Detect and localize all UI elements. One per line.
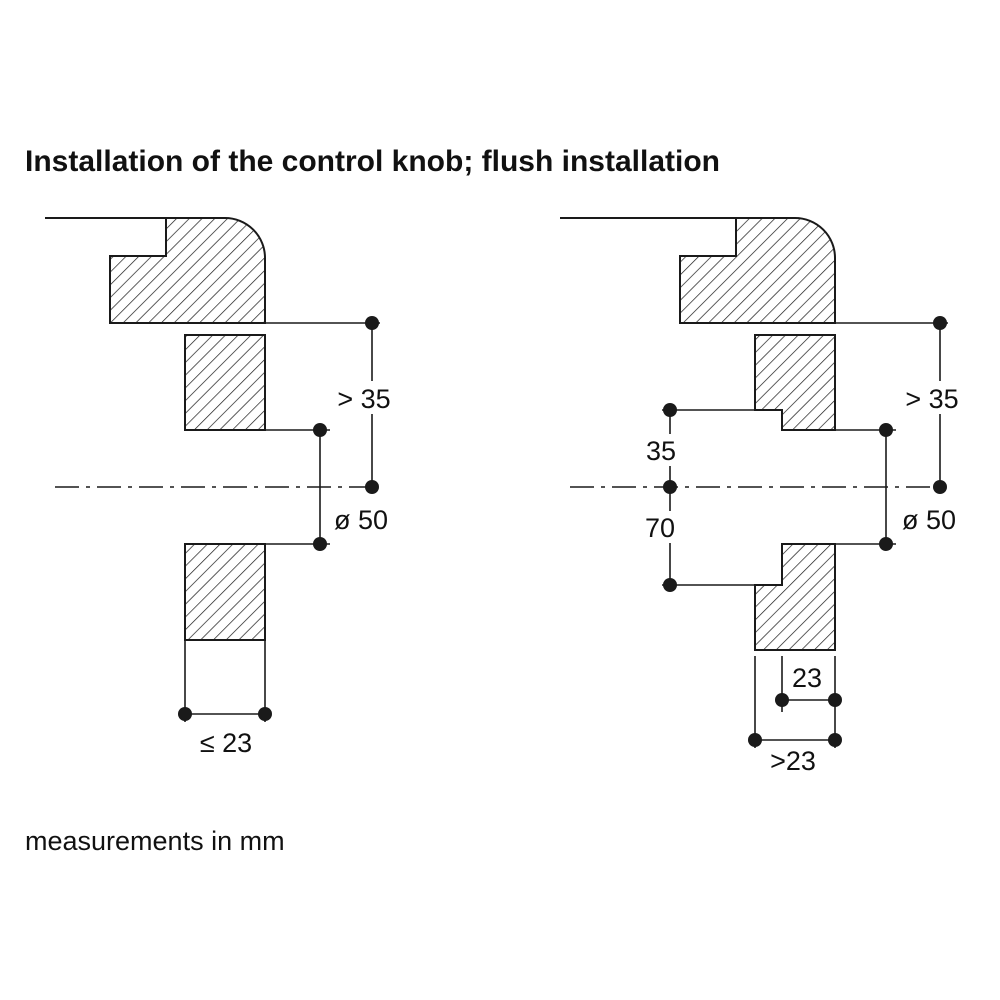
panel-upper-section xyxy=(184,334,266,431)
dimension-point xyxy=(828,733,842,747)
dimension-point xyxy=(933,316,947,330)
dim-label-recess-lower: 70 xyxy=(645,513,675,543)
dimension-point xyxy=(178,707,192,721)
dimension-point xyxy=(258,707,272,721)
dimension-point xyxy=(663,578,677,592)
left-section-view: > 35 ø 50 ≤ 23 xyxy=(45,217,404,758)
page-title: Installation of the control knob; flush … xyxy=(25,145,720,178)
dimension-point xyxy=(663,480,677,494)
label-backplate xyxy=(894,381,972,414)
dimension-point xyxy=(313,423,327,437)
dim-label-thickness: ≤ 23 xyxy=(200,728,252,758)
dimension-point xyxy=(828,693,842,707)
worktop-section xyxy=(109,217,266,324)
dimension-point xyxy=(933,480,947,494)
dimension-point xyxy=(748,733,762,747)
dimension-point xyxy=(365,480,379,494)
worktop-section xyxy=(679,217,836,324)
panel-upper-section-stepped xyxy=(754,334,836,431)
dimension-point xyxy=(365,316,379,330)
panel-lower-section xyxy=(184,543,266,641)
right-section-view: > 35 ø 50 35 70 23 >23 xyxy=(560,217,972,776)
measurement-note: measurements in mm xyxy=(25,826,285,856)
dim-label-residual: 23 xyxy=(792,663,822,693)
dimension-point xyxy=(879,537,893,551)
dim-label-diameter: ø 50 xyxy=(334,505,388,535)
dim-label-depth: > 35 xyxy=(905,384,958,414)
dimension-point xyxy=(663,403,677,417)
label-backplate xyxy=(326,381,404,414)
dim-label-recess-upper: 35 xyxy=(646,436,676,466)
dim-label-depth: > 35 xyxy=(337,384,390,414)
dimension-point xyxy=(775,693,789,707)
dim-label-thickness: >23 xyxy=(770,746,816,776)
dim-label-diameter: ø 50 xyxy=(902,505,956,535)
dimension-point xyxy=(313,537,327,551)
label-backplate xyxy=(640,434,686,466)
label-backplate xyxy=(638,511,684,543)
panel-lower-section-stepped xyxy=(754,543,836,651)
dimension-point xyxy=(879,423,893,437)
